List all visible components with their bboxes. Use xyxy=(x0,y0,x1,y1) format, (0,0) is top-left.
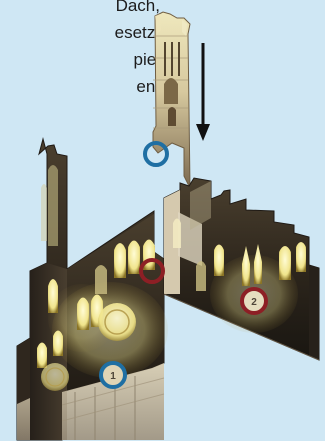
top-tower-piece xyxy=(153,12,190,188)
down-arrow-icon xyxy=(196,43,210,141)
marker-bottom-blue: 1 xyxy=(101,363,125,387)
right-nave-piece xyxy=(164,178,319,360)
marker-right-red: 2 xyxy=(242,289,266,313)
marker-bottom-blue-number: 1 xyxy=(110,371,116,382)
left-nave-piece xyxy=(17,139,168,440)
marker-right-red-number: 2 xyxy=(251,297,257,308)
